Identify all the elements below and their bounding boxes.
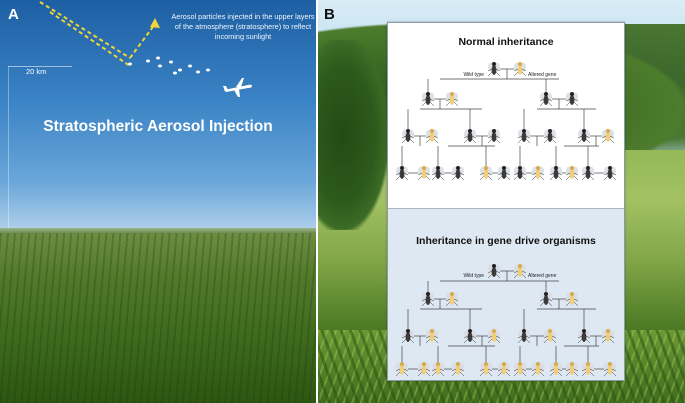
fly-icon — [451, 362, 465, 377]
fly-icon — [451, 166, 465, 181]
fly-icon — [445, 92, 459, 107]
fly-icon — [603, 166, 617, 181]
wild-type-label: Wild type — [463, 273, 484, 279]
normal-inheritance-title: Normal inheritance — [458, 36, 554, 48]
panel-a-letter: A — [8, 6, 19, 23]
normal-inheritance-tree: Wild type Altered gene — [395, 62, 617, 181]
gene-drive-tree: Wild type Altered gene — [395, 264, 617, 377]
fly-icon — [445, 292, 459, 307]
fly-icon — [417, 166, 431, 181]
fly-icon — [479, 362, 493, 377]
fly-icon — [513, 166, 527, 181]
fly-icon — [581, 166, 595, 181]
normal-inheritance-section: Normal inheritance Wild type Altered gen… — [388, 23, 624, 208]
fly-icon — [417, 362, 431, 377]
fly-icon — [425, 129, 439, 144]
fly-icon — [549, 166, 563, 181]
fly-icon — [513, 62, 527, 77]
fly-icon — [479, 166, 493, 181]
fly-icon — [487, 129, 501, 144]
fly-icon — [539, 92, 553, 107]
fly-icon — [577, 129, 591, 144]
fly-icon — [463, 329, 477, 344]
fly-icon — [549, 362, 563, 377]
altitude-scale — [8, 66, 9, 228]
fly-icon — [601, 129, 615, 144]
altered-gene-label: Altered gene — [528, 273, 557, 279]
fly-icon — [531, 362, 545, 377]
panel-a: 20 km Aerosol particles injected in the … — [0, 0, 316, 403]
fly-icon — [539, 292, 553, 307]
fly-icon — [565, 292, 579, 307]
aerosol-path-arrows — [39, 1, 210, 75]
fly-icon — [421, 292, 435, 307]
panel-b: B Normal inheritance Wild type Altered g… — [318, 0, 685, 403]
horizon — [0, 228, 316, 235]
fly-icon — [395, 362, 409, 377]
fly-icon — [431, 362, 445, 377]
fly-icon — [431, 166, 445, 181]
fly-icon — [513, 264, 527, 279]
gene-drive-title: Inheritance in gene drive organisms — [416, 235, 596, 247]
fly-icon — [577, 329, 591, 344]
fly-icon — [487, 329, 501, 344]
fly-icon — [421, 92, 435, 107]
fly-icon — [497, 362, 511, 377]
aerosol-note: Aerosol particles injected in the upper … — [171, 12, 315, 41]
fly-icon — [513, 362, 527, 377]
fly-icon — [565, 92, 579, 107]
wheat-field — [0, 233, 316, 403]
fly-icon — [603, 362, 617, 377]
fly-icon — [531, 166, 545, 181]
fly-icon — [497, 166, 511, 181]
fly-icon — [487, 264, 501, 279]
altitude-label: 20 km — [26, 67, 47, 76]
panel-a-title: Stratospheric Aerosol Injection — [43, 118, 273, 135]
fly-icon — [517, 329, 531, 344]
fly-icon — [517, 129, 531, 144]
tree-cluster — [318, 40, 388, 230]
inheritance-diagram: Normal inheritance Wild type Altered gen… — [387, 22, 625, 381]
fly-icon — [463, 129, 477, 144]
fly-icon — [581, 362, 595, 377]
wild-type-label: Wild type — [463, 72, 484, 78]
fly-icon — [601, 329, 615, 344]
altered-gene-label: Altered gene — [528, 72, 557, 78]
fly-icon — [401, 129, 415, 144]
fly-icon — [565, 166, 579, 181]
fly-icon — [395, 166, 409, 181]
fly-icon — [565, 362, 579, 377]
gene-drive-section: Inheritance in gene drive organisms Wild… — [388, 208, 624, 380]
fly-icon — [401, 329, 415, 344]
fly-icon — [487, 62, 501, 77]
fly-icon — [425, 329, 439, 344]
airplane-icon — [223, 78, 252, 97]
altitude-line — [8, 66, 72, 67]
fly-icon — [543, 129, 557, 144]
fly-icon — [543, 329, 557, 344]
panel-b-letter: B — [324, 6, 335, 23]
